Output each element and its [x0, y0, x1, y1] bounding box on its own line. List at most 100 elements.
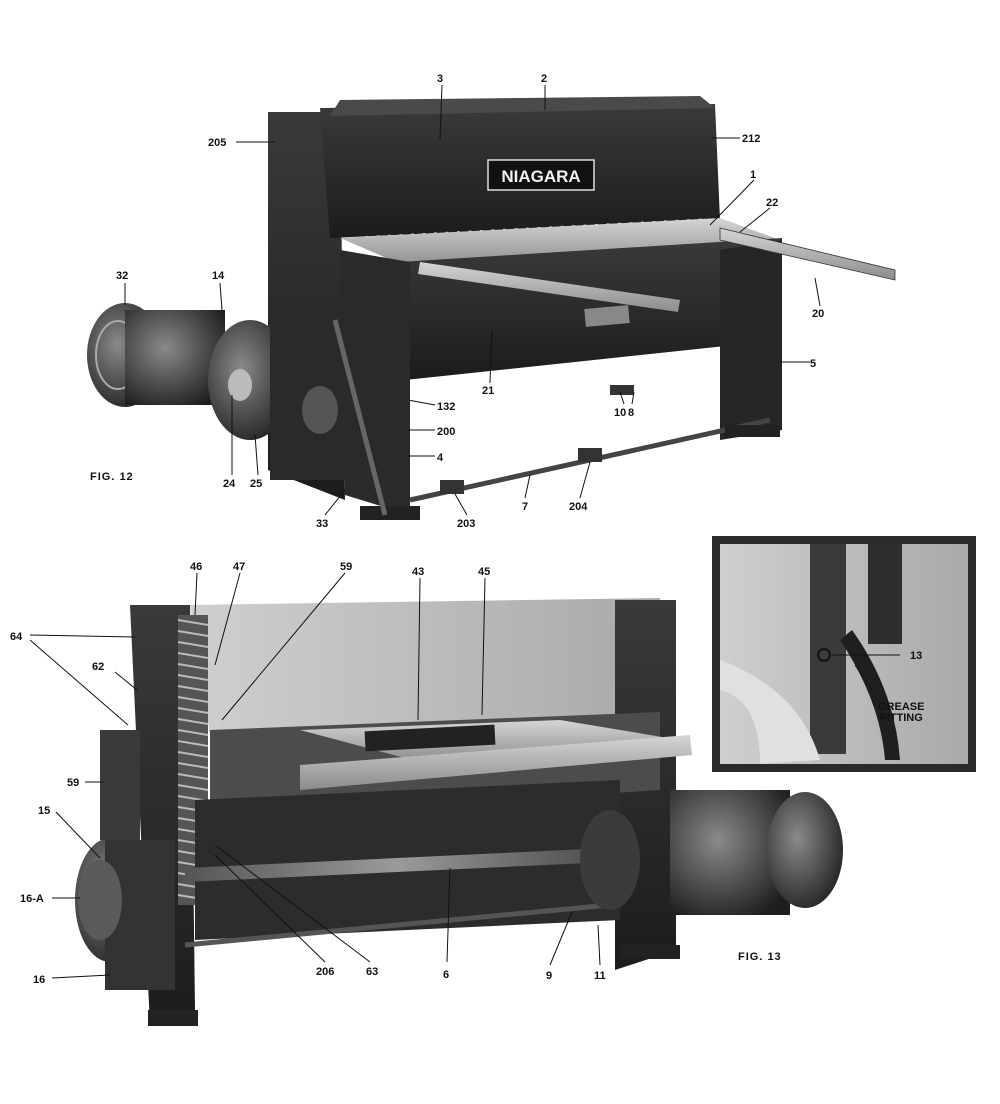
- figure-12-callouts: 3 2 205 212 1 22 32 14 20 5 21 132 10 8 …: [116, 73, 824, 530]
- callout: 22: [766, 197, 778, 209]
- rear-left-foot: [148, 1010, 198, 1026]
- callout: 203: [457, 518, 475, 530]
- figure-12-caption: FIG. 12: [90, 471, 134, 483]
- callout: 14: [212, 270, 225, 282]
- drive-hub: [302, 386, 338, 434]
- spring-coil: [177, 718, 209, 725]
- left-leg: [340, 250, 410, 515]
- figure-13-machine: [75, 598, 843, 1026]
- callout: 204: [569, 501, 588, 513]
- callout: 11: [594, 970, 606, 982]
- spring-coil: [177, 641, 209, 648]
- callout: 16-A: [20, 893, 44, 905]
- grease-label-line2: FITTING: [880, 712, 923, 724]
- inset-upright: [810, 544, 846, 754]
- grease-fitting-inset: [712, 536, 976, 772]
- callout: 205: [208, 137, 226, 149]
- spring-coil: [177, 773, 209, 780]
- inset-callout: 13: [910, 650, 922, 662]
- left-foot-pad: [360, 506, 420, 520]
- main-shaft: [184, 848, 611, 882]
- callout: 7: [522, 501, 528, 513]
- callout: 1: [750, 169, 756, 181]
- figure-12-machine: NIAGARA: [87, 96, 896, 520]
- inset-plate: [868, 544, 902, 644]
- tie-rod-rear: [184, 902, 611, 948]
- grease-label-line1: GREASE: [878, 701, 924, 713]
- spring-coil: [177, 630, 209, 637]
- spring-coil: [177, 663, 209, 670]
- callout: 59: [67, 777, 79, 789]
- spring-coil: [177, 652, 209, 659]
- callout: 8: [628, 407, 634, 419]
- figure-13-caption: FIG. 13: [738, 951, 782, 963]
- treadle-link-33: [332, 319, 388, 516]
- figure-12-leaders: [124, 84, 821, 516]
- callout: 3: [437, 73, 443, 85]
- motor-body-14: [125, 310, 225, 405]
- spring-coil: [177, 784, 209, 791]
- callout: 16: [33, 974, 45, 986]
- grease-fitting-marker: [817, 648, 831, 662]
- callout: 21: [482, 385, 494, 397]
- right-leg: [720, 240, 782, 440]
- treadle-bracket-204: [578, 448, 602, 462]
- callout: 63: [366, 966, 378, 978]
- rear-motor-pulley: [580, 810, 640, 910]
- brand-name: NIAGARA: [501, 167, 580, 186]
- spring-coil: [177, 707, 209, 714]
- callout: 43: [412, 566, 424, 578]
- callout: 10: [614, 407, 626, 419]
- crosshead-top: [330, 96, 715, 116]
- callout: 9: [546, 970, 552, 982]
- front-gauge-arm-left: [418, 262, 680, 312]
- callout: 4: [437, 452, 444, 464]
- inset-curved-arm: [840, 630, 900, 760]
- spring-coil: [177, 740, 209, 747]
- nameplate: [584, 305, 630, 327]
- callout: 25: [250, 478, 262, 490]
- brand-plate: [487, 159, 595, 191]
- spring-coil: [177, 674, 209, 681]
- callout: 5: [810, 358, 816, 370]
- spring-coil: [177, 729, 209, 736]
- left-housing-box-59: [100, 730, 140, 840]
- callout: 45: [478, 566, 490, 578]
- back-gauge-opening: [364, 724, 496, 752]
- back-gauge-bar: [300, 735, 692, 790]
- callout: 47: [233, 561, 245, 573]
- spring-coil: [177, 685, 209, 692]
- figure-13-leaders: [29, 572, 601, 979]
- callout: 132: [437, 401, 455, 413]
- figure-13-callouts: 46 47 59 43 45 64 62 59 15 16-A 16 206 6…: [10, 561, 606, 986]
- callout: 212: [742, 133, 760, 145]
- flywheel-hub: [228, 369, 252, 401]
- callout: 20: [812, 308, 824, 320]
- callout: 24: [223, 478, 236, 490]
- rear-guard: [190, 598, 660, 735]
- callout: 206: [316, 966, 334, 978]
- callout: 6: [443, 969, 449, 981]
- bed-table: [340, 218, 780, 268]
- callout: 46: [190, 561, 202, 573]
- spring-coil: [177, 619, 209, 626]
- spring-coil: [177, 696, 209, 703]
- callout: 64: [10, 631, 23, 643]
- treadle-bracket-203: [440, 480, 464, 494]
- side-gauge-bar: [719, 227, 896, 281]
- callout: 2: [541, 73, 547, 85]
- callout: 200: [437, 426, 455, 438]
- callout: 59: [340, 561, 352, 573]
- right-foot-pad: [725, 425, 780, 437]
- callout: 33: [316, 518, 328, 530]
- spring-coil: [177, 762, 209, 769]
- inset-left-curve: [720, 660, 820, 764]
- callout: 62: [92, 661, 104, 673]
- treadle-bracket-10: [610, 385, 634, 395]
- rear-right-foot: [620, 945, 680, 959]
- rear-motor-end: [767, 792, 843, 908]
- callout: 32: [116, 270, 128, 282]
- spring-coil: [177, 751, 209, 758]
